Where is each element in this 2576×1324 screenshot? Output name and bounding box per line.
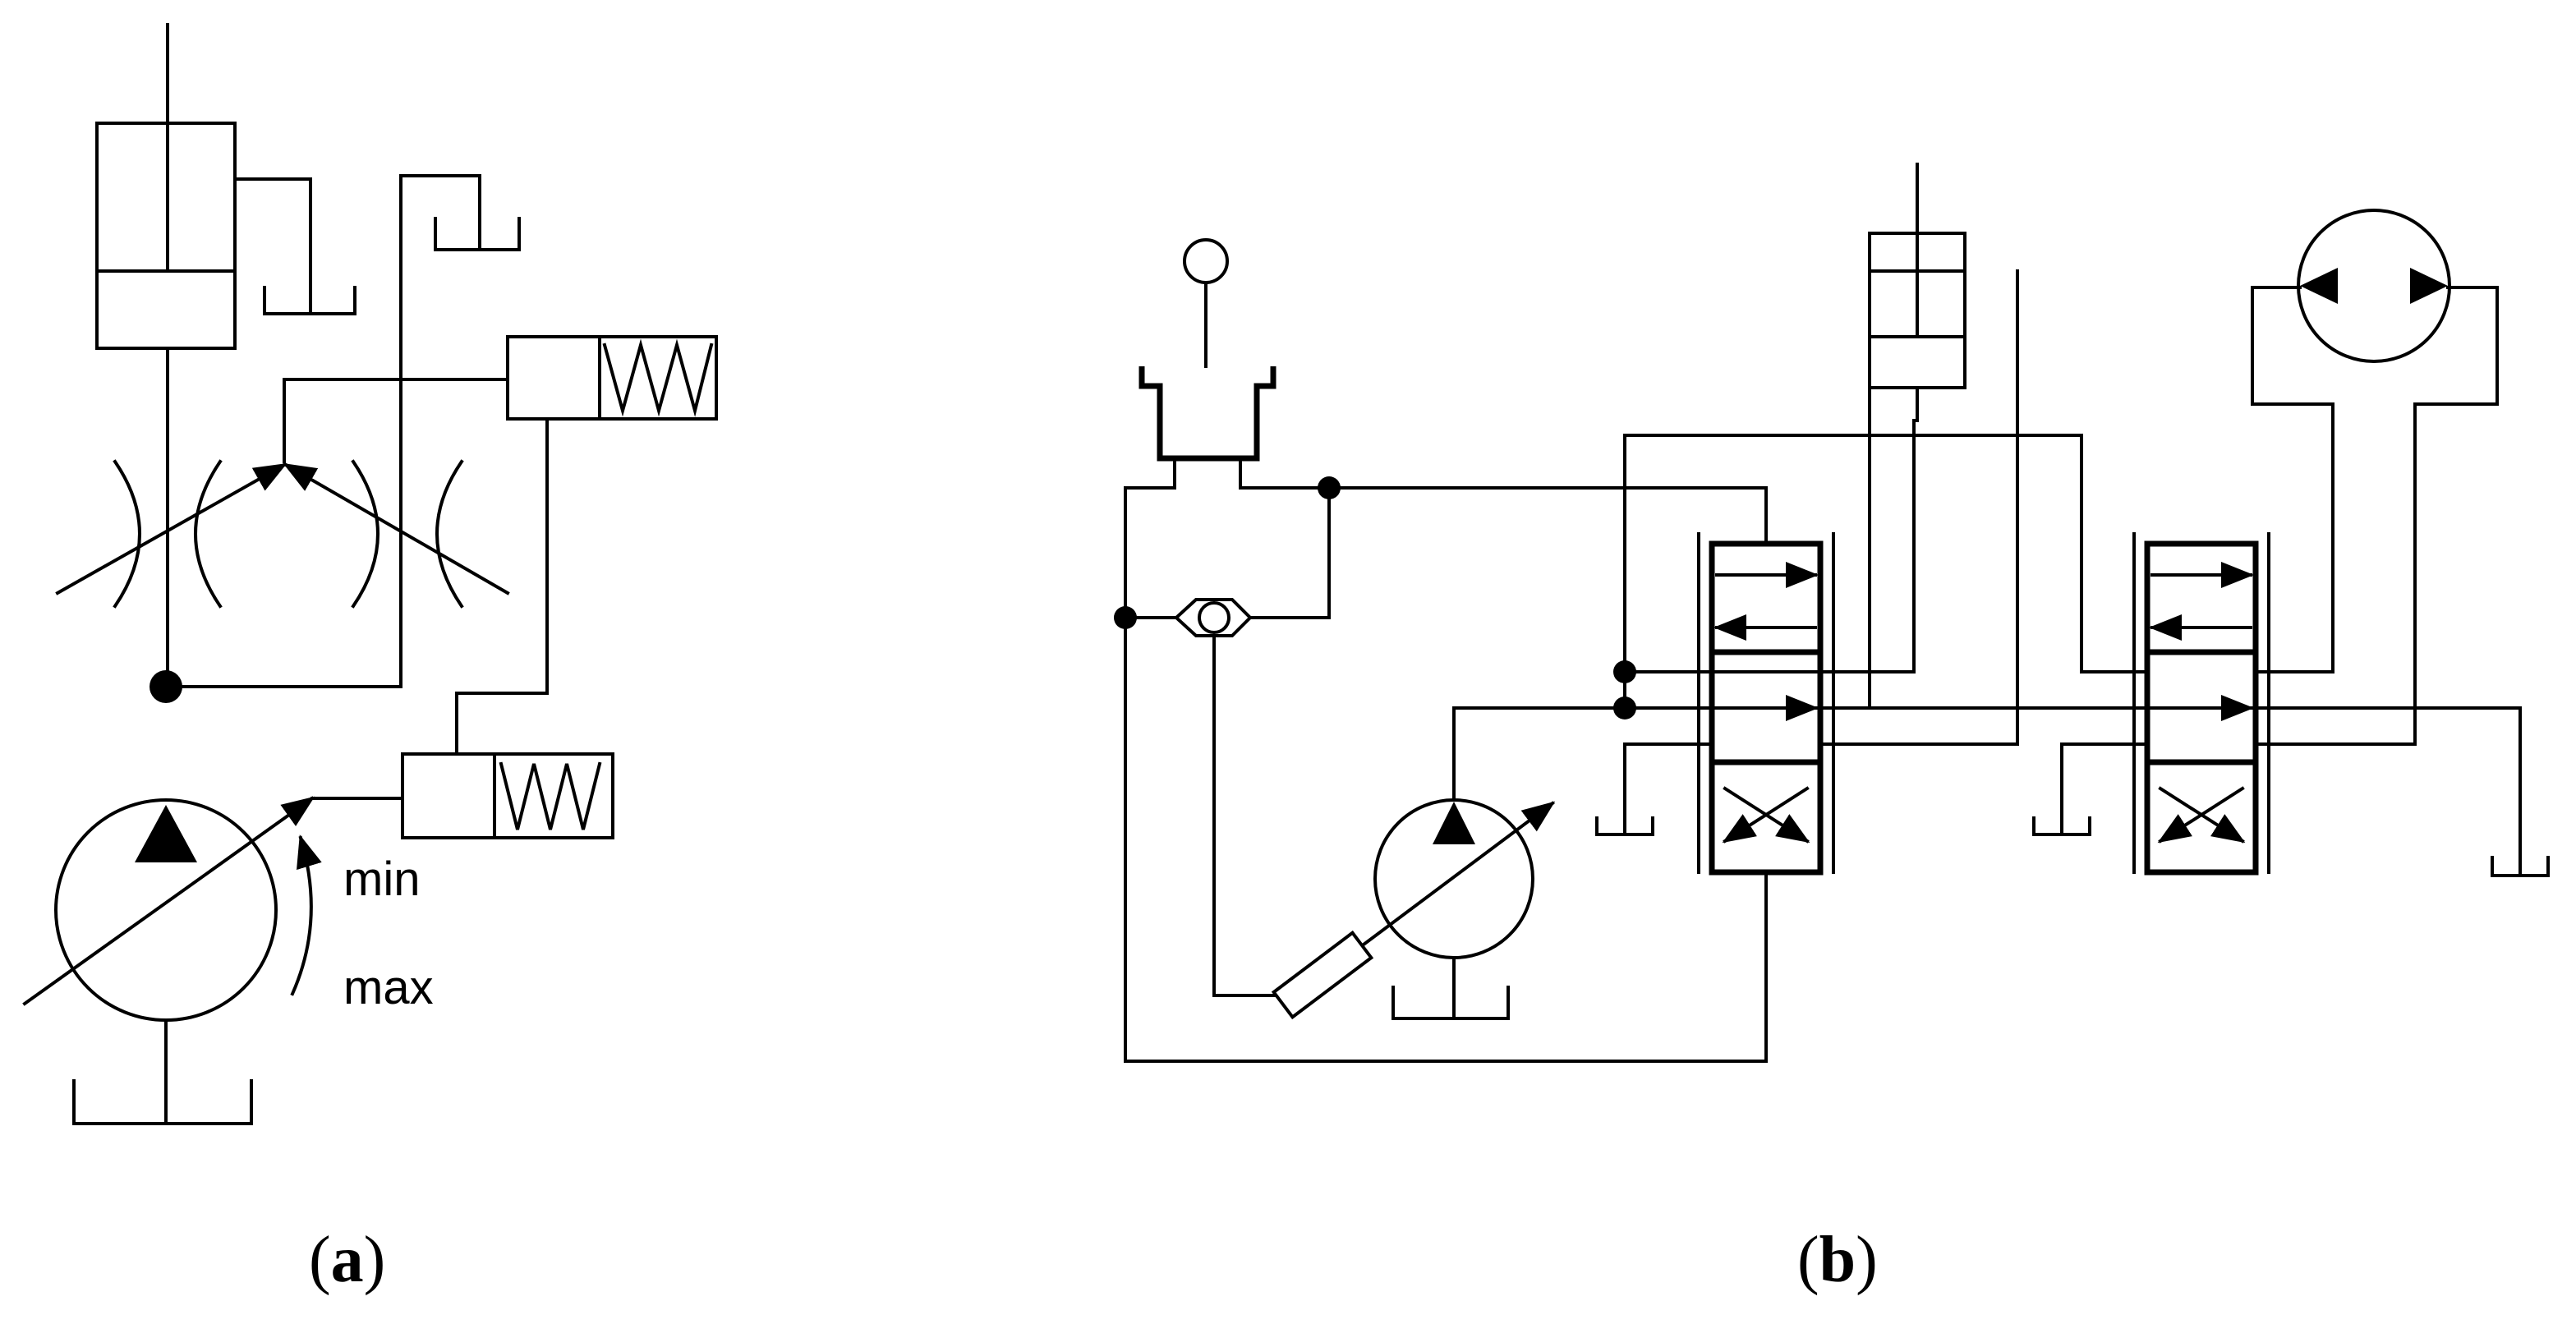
tank-symbol-right-b <box>2491 856 2550 877</box>
valve-1-a-line <box>1623 419 1916 673</box>
valve-1-return-line <box>1819 269 2019 746</box>
throttle-control-line <box>283 378 509 463</box>
shuttle-valve-b <box>1124 486 1331 997</box>
hydraulic-cylinder-a <box>95 23 237 683</box>
junction-node-b4 <box>1613 696 1636 719</box>
caption-b: (b) <box>1797 1224 1878 1296</box>
valve-2-t-line <box>2060 742 2149 836</box>
min-max-adjustment-arrow <box>290 834 322 996</box>
valve-1-p-line <box>1623 434 2149 710</box>
tank-sensing-line-a <box>164 174 481 688</box>
caption-a: (a) <box>309 1224 385 1296</box>
hydraulic-cylinder-b <box>1868 163 1966 422</box>
tank-symbol-pump-b <box>1392 986 1510 1020</box>
upper-control-valve <box>506 335 718 421</box>
tank-symbol-upper-a <box>434 217 521 251</box>
min-label: min <box>343 853 420 906</box>
tank-symbol-pump-a <box>72 1079 253 1125</box>
panel-a: min max <box>22 23 718 1125</box>
cylinder-tank-line-a <box>233 177 356 315</box>
variable-displacement-pump-b <box>1361 706 1626 1020</box>
variable-throttle-right <box>283 459 510 609</box>
tank-symbol-valve-1 <box>1595 816 1654 836</box>
panel-b <box>1114 163 2550 1063</box>
tank-symbol-valve-2 <box>2032 816 2091 836</box>
motor-port-b-line <box>2254 286 2499 746</box>
valve-1-t-line <box>1623 742 1714 836</box>
junction-node-b3 <box>1613 660 1636 683</box>
valve-connection-line <box>455 417 549 756</box>
pump-displacement-actuator <box>310 752 614 839</box>
motor-port-a-line <box>2251 286 2334 673</box>
variable-throttle-left <box>55 459 288 609</box>
variable-displacement-pump-a <box>22 796 315 1125</box>
valve-2-supply-line <box>1819 706 2522 877</box>
directional-valve-1 <box>1697 532 1835 876</box>
max-label: max <box>343 961 434 1014</box>
hydraulic-motor-b <box>2297 209 2451 363</box>
directional-valve-2 <box>2132 532 2270 876</box>
joystick-control-b <box>1124 238 1768 1063</box>
pump-control-cylinder-b <box>1271 930 1374 1020</box>
